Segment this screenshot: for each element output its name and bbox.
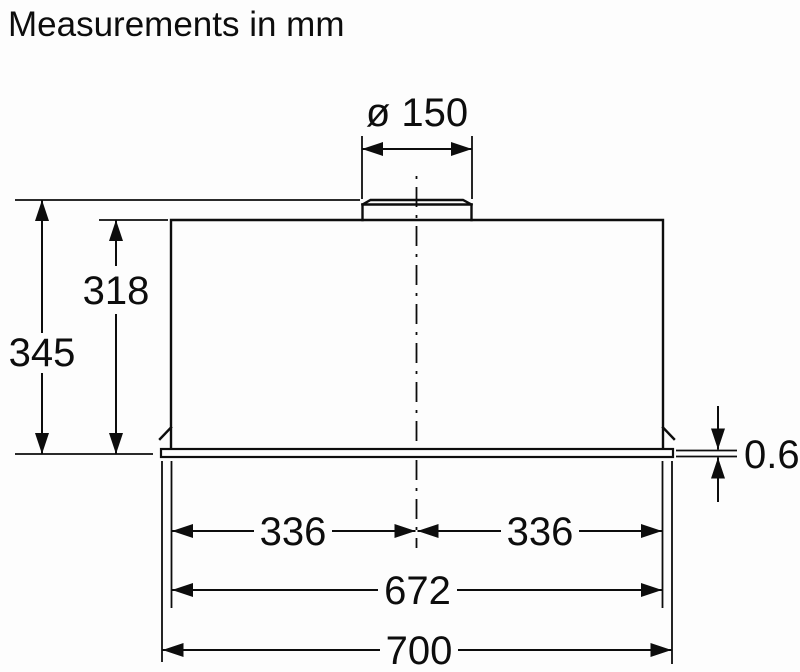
dim-label-total-height: 345 (9, 331, 76, 375)
bottom-flange-plate (159, 447, 675, 459)
dim-label-flange-width: 700 (386, 629, 453, 672)
duct-collar-sides (361, 203, 473, 222)
dim-flange-width: 700 (162, 629, 672, 672)
dim-half-width-left: 336 (172, 510, 416, 554)
dim-label-duct-diameter: ø 150 (366, 91, 468, 135)
dim-half-width-right: 336 (417, 510, 662, 554)
dim-body-height: 318 (83, 219, 168, 454)
duct-collar-lip (360, 198, 474, 207)
dim-duct-diameter: ø 150 (361, 91, 473, 199)
dim-label-body-height: 318 (83, 269, 150, 313)
dim-body-width: 672 (172, 569, 662, 613)
page-title: Measurements in mm (8, 5, 344, 44)
bottom-corner-ticks (158, 425, 676, 441)
dim-flange-thickness: 0.6 (676, 406, 800, 502)
dim-label-body-width: 672 (384, 569, 451, 613)
dim-label-half-width-right: 336 (507, 510, 574, 554)
dim-label-half-width-left: 336 (260, 510, 327, 554)
bottom-extension-lines (161, 461, 673, 664)
dim-total-height: 345 (9, 199, 360, 455)
hood-body-outline (169, 218, 665, 451)
dim-label-flange-thickness: 0.6 (744, 433, 800, 477)
hood-geometry (158, 198, 676, 459)
